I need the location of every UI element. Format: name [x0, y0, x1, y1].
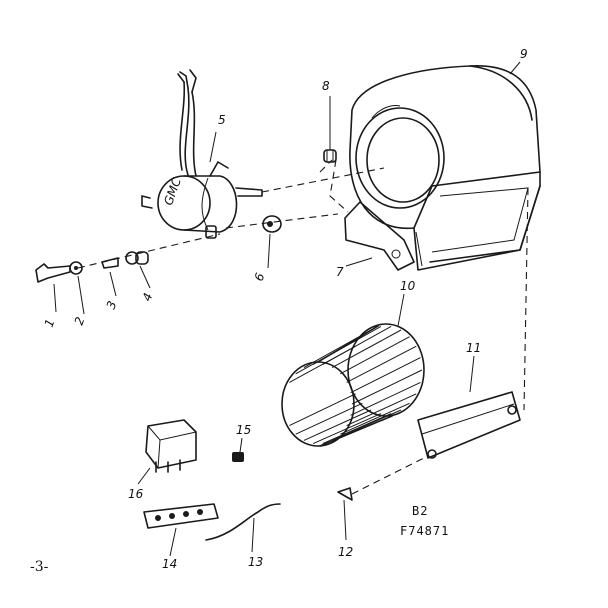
callout-clip-screw: 12 — [338, 545, 353, 559]
terminal-strip-part — [143, 503, 219, 529]
callout-bracket: 7 — [336, 265, 344, 279]
cutoff-plate-part — [417, 391, 521, 459]
wheel-blade — [350, 357, 421, 394]
blower-motor: GMC — [141, 69, 263, 239]
callout-grommet: 4 — [140, 291, 156, 303]
wheel-blade — [322, 413, 392, 445]
clip-screw-part — [337, 487, 353, 501]
blower-wheel-part — [281, 323, 425, 447]
callout-cutoff-plate: 11 — [466, 341, 481, 355]
wheel-blade — [351, 369, 423, 405]
motor-marking: GMC — [161, 175, 184, 207]
callout-spacer: 3 — [104, 299, 120, 311]
page-number: -3- — [30, 559, 49, 575]
motor-mount-hardware — [35, 251, 149, 283]
callout-mount-grommet: 6 — [252, 271, 268, 283]
wheel-blade — [303, 409, 372, 441]
callout-wire: 13 — [248, 555, 263, 569]
drawing-code-line1: B2 — [412, 504, 428, 518]
callout-relay: 16 — [128, 487, 144, 501]
callout-nut: 8 — [322, 79, 330, 93]
wheel-blade — [303, 329, 372, 369]
wheel-blade — [331, 329, 402, 369]
wheel-blade — [289, 393, 356, 427]
wheel-blade — [312, 325, 382, 365]
wheel-blade — [322, 325, 392, 365]
leader-lines — [53, 61, 521, 557]
wheel-blade — [346, 393, 417, 427]
wheel-blade — [340, 336, 410, 375]
drawing-code-line2: F74871 — [400, 524, 449, 538]
mount-grommet-part — [262, 215, 282, 233]
callout-blower-wheel: 10 — [400, 279, 416, 293]
wire-part — [205, 503, 281, 541]
wheel-blade — [331, 409, 402, 441]
wheel-blade — [350, 381, 421, 416]
wheel-blade — [295, 402, 363, 435]
callout-blower-housing: 9 — [520, 47, 528, 61]
wheel-blade — [340, 402, 410, 435]
callout-terminal-strip: 14 — [162, 557, 177, 571]
assembly-lines — [77, 159, 529, 495]
wheel-blade — [312, 413, 382, 445]
blower-housing — [349, 65, 541, 271]
callout-screw: 1 — [42, 317, 58, 329]
callout-washer: 2 — [72, 315, 88, 327]
callout-motor: 5 — [218, 113, 226, 127]
wheel-blade — [346, 345, 417, 383]
nut-part — [323, 149, 337, 163]
relay-screw-part — [232, 452, 244, 462]
motor-bracket — [344, 201, 415, 271]
callout-relay-screw: 15 — [236, 423, 251, 437]
relay-part — [145, 419, 197, 473]
